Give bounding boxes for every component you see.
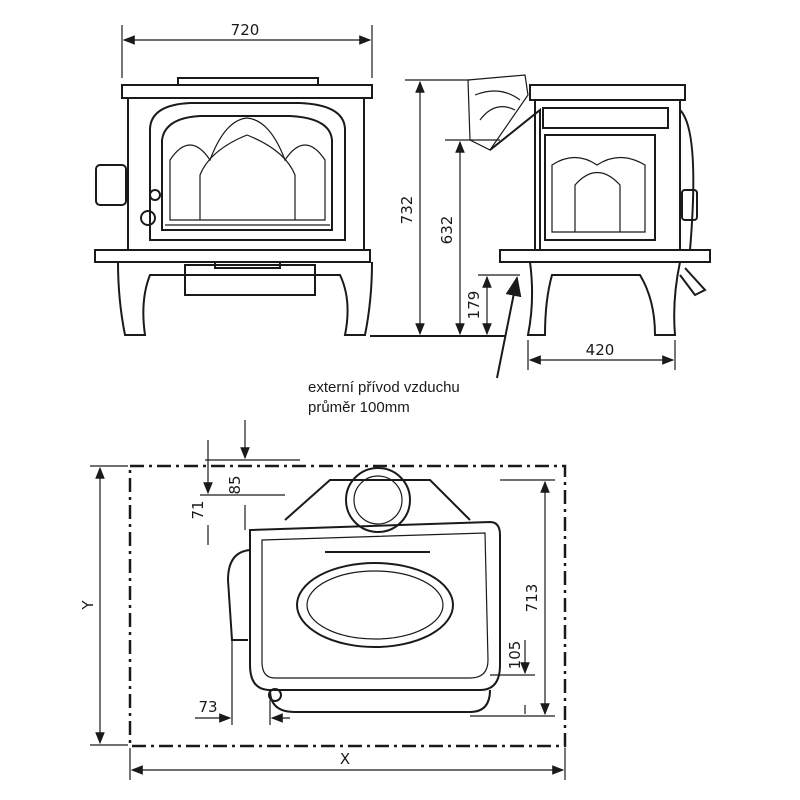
dim-105-label: 105	[506, 641, 524, 670]
top-view	[128, 464, 567, 748]
dim-713-label: 713	[523, 584, 541, 613]
dimension-105: 105	[490, 640, 535, 714]
dimension-85: 85	[205, 420, 300, 530]
front-view	[94, 77, 373, 336]
height-732-label: 732	[398, 196, 416, 225]
dimension-713: 713	[470, 479, 555, 717]
depth-420-label: 420	[586, 341, 615, 359]
width-720-label: 720	[231, 21, 260, 39]
dimension-y: Y	[79, 465, 128, 746]
air-inlet-leader	[496, 276, 522, 379]
air-inlet-note-line2: průměr 100mm	[308, 399, 410, 416]
dim-73-label: 73	[198, 698, 217, 716]
dim-85-label: 85	[226, 475, 244, 494]
air-inlet-note-line1: externí přívod vzduchu	[308, 379, 460, 396]
dimension-720: 720	[121, 21, 373, 78]
height-632-label: 632	[438, 216, 456, 245]
dimension-632: 632	[438, 139, 500, 336]
dimension-420: 420	[527, 340, 676, 370]
side-view	[467, 74, 711, 336]
dimension-732: 732	[398, 79, 470, 336]
dim-y-label: Y	[79, 600, 97, 611]
dimension-71: 71	[189, 440, 285, 545]
dim-71-label: 71	[189, 500, 207, 519]
clearance-outline	[128, 464, 567, 748]
dimension-179: 179	[465, 274, 520, 336]
dimension-x: X	[129, 748, 566, 780]
dim-x-label: X	[340, 750, 350, 768]
dimension-73: 73	[195, 640, 290, 725]
height-179-label: 179	[465, 291, 483, 320]
